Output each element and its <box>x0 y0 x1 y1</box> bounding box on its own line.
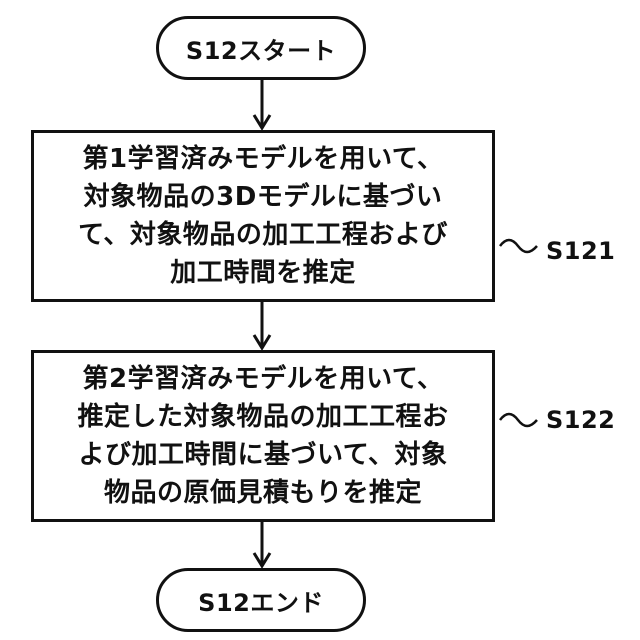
process-line: 加工時間を推定 <box>170 254 356 292</box>
process-line: 物品の原価見積もりを推定 <box>104 474 422 512</box>
process-box-s122: 第2学習済みモデルを用いて、 推定した対象物品の加工工程お よび加工時間に基づい… <box>31 350 495 522</box>
step-label-s122: S122 <box>546 406 615 434</box>
leader-s121 <box>500 240 537 252</box>
step-label-s121: S121 <box>546 237 615 265</box>
process-line: 推定した対象物品の加工工程お <box>77 398 448 436</box>
process-line: 対象物品の3Dモデルに基づい <box>84 178 443 216</box>
process-line: 第2学習済みモデルを用いて、 <box>82 360 443 398</box>
leader-s122 <box>500 414 537 426</box>
process-line: よび加工時間に基づいて、対象 <box>79 436 448 474</box>
end-terminal: S12エンド <box>156 568 366 632</box>
start-terminal: S12スタート <box>156 16 366 80</box>
process-line: 第1学習済みモデルを用いて、 <box>82 140 443 178</box>
process-box-s121: 第1学習済みモデルを用いて、 対象物品の3Dモデルに基づい て、対象物品の加工工… <box>31 130 495 302</box>
process-line: て、対象物品の加工工程および <box>78 216 448 254</box>
